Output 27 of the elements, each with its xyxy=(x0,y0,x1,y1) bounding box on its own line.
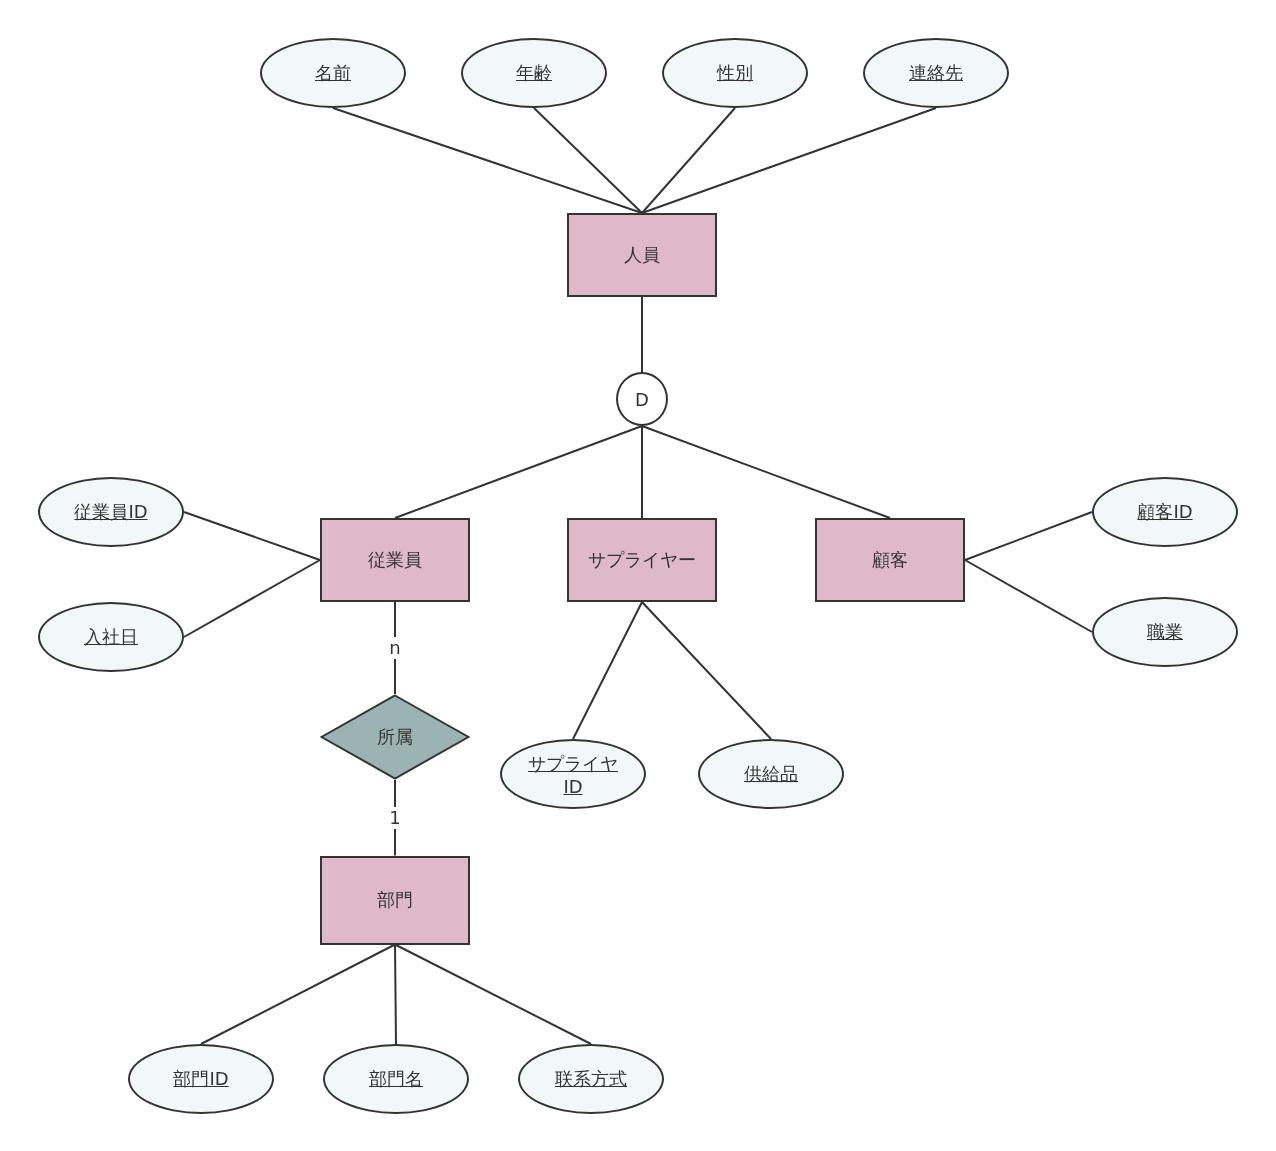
connector-line xyxy=(394,943,397,1045)
attribute-ellipse: 職業 xyxy=(1092,597,1238,667)
connector-line xyxy=(332,107,643,214)
connector-line xyxy=(641,107,937,214)
connector-line xyxy=(183,511,321,561)
attribute-ellipse: 年齢 xyxy=(461,38,607,108)
connector-line xyxy=(641,107,736,214)
entity-box: 顧客 xyxy=(815,518,965,602)
disjoint-circle: D xyxy=(616,372,668,426)
entity-box: サプライヤー xyxy=(567,518,717,602)
connector-line xyxy=(572,601,643,740)
connector-line xyxy=(200,943,396,1045)
connector-line xyxy=(964,559,1093,633)
connector-line xyxy=(641,425,643,519)
connector-line xyxy=(394,601,396,695)
connector-line xyxy=(183,559,321,638)
connector-line xyxy=(533,107,643,214)
entity-box: 従業員 xyxy=(320,518,470,602)
connector-line xyxy=(964,511,1093,561)
connector-line xyxy=(394,943,592,1045)
connector-line xyxy=(394,425,643,519)
connector-line xyxy=(641,601,772,740)
entity-box: 部門 xyxy=(320,855,470,945)
connector-line xyxy=(641,296,643,373)
connector-line xyxy=(641,425,891,519)
entity-box: 人員 xyxy=(567,213,717,297)
relationship-diamond: 所属 xyxy=(320,694,470,780)
